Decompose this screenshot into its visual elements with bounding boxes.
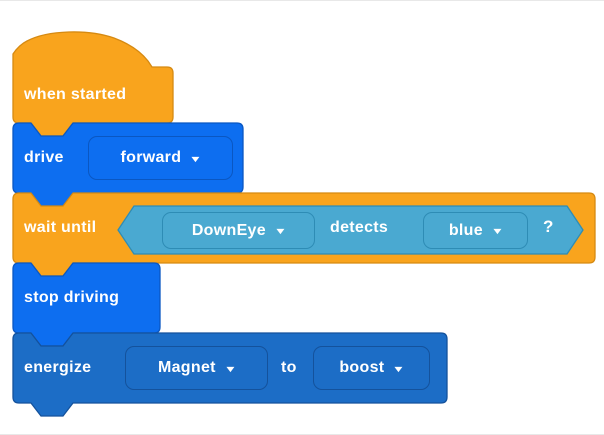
- energize-label: energize: [24, 359, 92, 376]
- drive-direction-value: forward: [120, 149, 182, 166]
- magnet-target-dropdown[interactable]: Magnet ▼: [125, 346, 268, 390]
- when-started-label: when started: [24, 86, 127, 103]
- magnet-target-value: Magnet: [157, 359, 216, 376]
- magnet-level-value: boost: [339, 359, 385, 376]
- to-label: to: [281, 359, 297, 376]
- stop-driving-label: stop driving: [24, 289, 120, 306]
- drive-label: drive: [24, 149, 64, 166]
- eye-sensor-dropdown[interactable]: DownEye ▼: [162, 212, 315, 249]
- chevron-down-icon: ▼: [273, 226, 288, 236]
- question-mark-label: ?: [543, 217, 554, 236]
- chevron-down-icon: ▼: [188, 153, 203, 164]
- when-started-block[interactable]: [12, 31, 174, 137]
- eye-sensor-value: DownEye: [191, 221, 266, 239]
- wait-until-label: wait until: [24, 219, 97, 236]
- magnet-level-dropdown[interactable]: boost ▼: [313, 346, 430, 390]
- detects-label: detects: [330, 219, 389, 236]
- detect-color-dropdown[interactable]: blue ▼: [423, 212, 528, 249]
- chevron-down-icon: ▼: [223, 363, 238, 374]
- chevron-down-icon: ▼: [392, 363, 406, 374]
- detect-color-value: blue: [448, 221, 483, 239]
- drive-direction-dropdown[interactable]: forward ▼: [88, 136, 233, 180]
- chevron-down-icon: ▼: [490, 226, 505, 236]
